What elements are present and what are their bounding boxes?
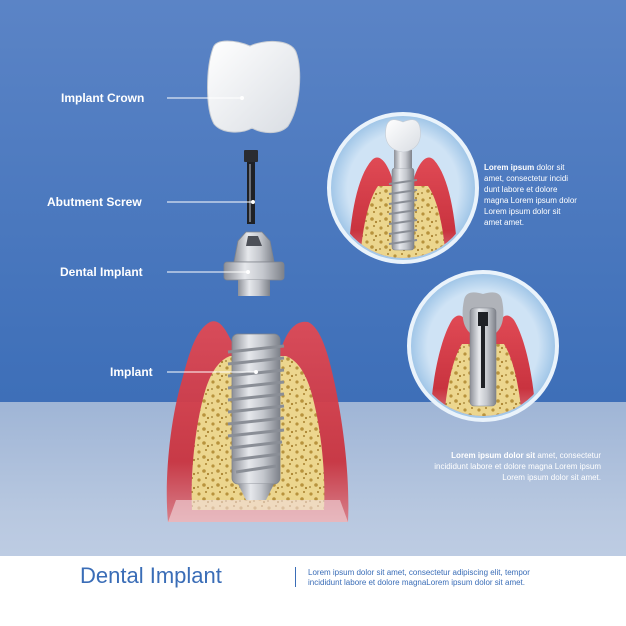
inset-top-description: Lorem ipsum dolor sit amet, consectetur … xyxy=(484,162,604,228)
inset-top-line: Lorem ipsum dolor sit xyxy=(484,207,561,216)
leader-lines xyxy=(167,96,258,374)
label-implant: Implant xyxy=(110,365,153,379)
crown-shape xyxy=(207,40,301,134)
label-implant-crown: Implant Crown xyxy=(61,91,145,105)
inset-top-line: amet, consectetur incidi xyxy=(484,174,569,183)
footer-description: Lorem ipsum dolor sit amet, consectetur … xyxy=(308,568,530,588)
inset-top-illustration xyxy=(327,112,479,264)
inset-top-line: dunt labore et dolore xyxy=(484,185,558,194)
inset-bottom-line: Lorem ipsum dolor sit amet. xyxy=(502,473,601,482)
inset-bottom-line1: amet, consectetur xyxy=(535,451,601,460)
label-dental-implant: Dental Implant xyxy=(60,265,143,279)
label-abutment-screw: Abutment Screw xyxy=(47,195,142,209)
footer-line: Lorem ipsum dolor sit amet, consectetur … xyxy=(308,568,530,577)
inset-top-line: magna Lorem ipsum dolor xyxy=(484,196,577,205)
footer-band xyxy=(0,556,626,626)
inset-bottom-description: Lorem ipsum dolor sit amet, consectetur … xyxy=(401,450,601,483)
page-title: Dental Implant xyxy=(80,563,222,588)
abutment-collar xyxy=(223,261,285,281)
title-divider xyxy=(295,567,296,587)
footer-line: incididunt labore et dolore magnaLorem i… xyxy=(308,578,526,587)
inset-bottom-line: incididunt labore et dolore magna Lorem … xyxy=(434,462,601,471)
inset-bottom-illustration xyxy=(407,270,559,422)
inset-bottom-bold: Lorem ipsum dolor sit xyxy=(451,451,536,460)
inset-top-bold: Lorem ipsum xyxy=(484,163,535,172)
inset-top-line: amet amet. xyxy=(484,218,525,227)
screw-head xyxy=(244,150,258,162)
inset-top-line1: dolor sit xyxy=(534,163,565,172)
